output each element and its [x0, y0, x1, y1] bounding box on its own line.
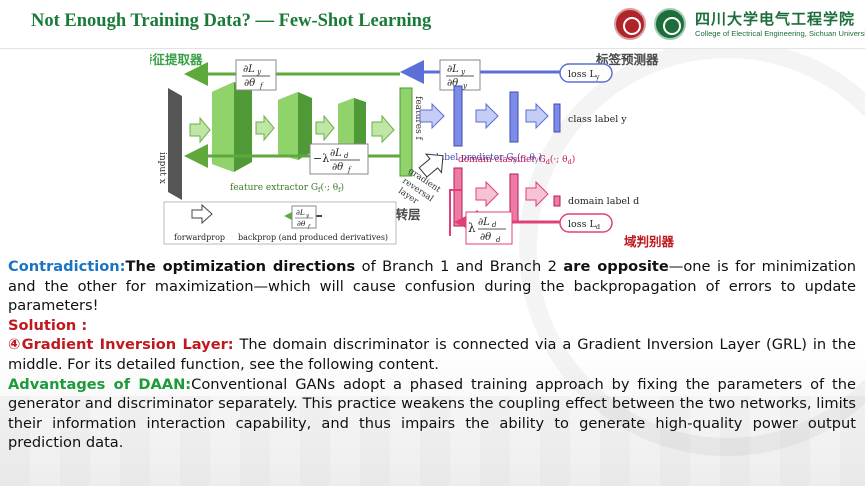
contradiction-text-1: of Branch 1 and Branch 2: [355, 258, 564, 275]
legend-forwardprop-icon: [191, 203, 213, 225]
svg-text:y: y: [305, 213, 310, 219]
svg-text:∂L: ∂L: [296, 208, 305, 217]
grl-arrow-icon: [418, 153, 444, 178]
feature-extractor-cn-label: 特征提取器: [150, 52, 203, 67]
grl-label: ④Gradient Inversion Layer:: [8, 336, 234, 354]
svg-text:∂θ: ∂θ: [332, 162, 343, 173]
college-name-cn: 四川大学电气工程学院: [695, 10, 856, 28]
contradiction-label: Contradiction:: [8, 258, 126, 275]
forward-arrows-blue: [419, 102, 549, 130]
contradiction-bold-2: are opposite: [563, 258, 669, 275]
college-name-en: College of Electrical Engineering, Sichu…: [695, 29, 865, 38]
svg-text:∂θ: ∂θ: [297, 219, 306, 228]
daan-text: Conventional GANs adopt a phased trainin…: [8, 375, 856, 452]
domain-classifier-cn-label: 域判别器: [624, 234, 675, 248]
features-label: features f: [413, 96, 423, 141]
domain-label: domain label d: [568, 196, 639, 207]
contradiction-paragraph: Contradiction:The optimization direction…: [8, 257, 856, 316]
feature-extractor-blocks: [212, 82, 413, 177]
feature-extractor-caption: feature extractor Gf(·; θf): [230, 182, 344, 194]
svg-text:y: y: [462, 82, 468, 90]
daan-label: Advantages of DAAN:: [8, 375, 192, 393]
svg-text:d: d: [492, 221, 497, 229]
university-seal-icon: [614, 8, 646, 40]
svg-text:∂θ: ∂θ: [244, 78, 255, 89]
college-seal-icon: [654, 8, 686, 40]
svg-text:∂L: ∂L: [330, 148, 342, 159]
slide-body-text: Contradiction:The optimization direction…: [8, 257, 856, 453]
solution-label: Solution :: [8, 316, 88, 334]
solution-heading: Solution :: [8, 316, 856, 336]
dann-architecture-diagram: 特征提取器 标签预测器 梯度反转层 域判别器 input x features …: [140, 52, 702, 249]
input-image-icon: [168, 88, 182, 200]
svg-text:f: f: [347, 166, 352, 174]
svg-text:∂L: ∂L: [478, 217, 490, 228]
svg-text:λ: λ: [468, 221, 476, 235]
svg-text:loss Ly: loss Ly: [568, 69, 600, 81]
domain-branch-connector: [449, 189, 462, 236]
domain-classifier-caption: domain classifier Gd(·; θd): [458, 154, 575, 166]
header-bar: Not Enough Training Data? — Few-Shot Lea…: [0, 0, 865, 49]
svg-text:∂L: ∂L: [243, 64, 255, 75]
svg-text:∂L: ∂L: [447, 64, 459, 75]
grl-text: The domain discriminator is connected vi…: [8, 336, 856, 373]
class-label: class label y: [568, 114, 627, 125]
contradiction-bold-1: The optimization directions: [125, 258, 356, 275]
label-predictor-caption: label predictor Gy(·; θy): [436, 152, 542, 164]
input-label: input x: [157, 152, 167, 184]
svg-text:y: y: [256, 68, 262, 76]
campus-building-backdrop: [0, 396, 865, 486]
label-predictor-blocks: [453, 85, 561, 147]
forward-arrows-green: [189, 114, 395, 144]
grl-paragraph: ④Gradient Inversion Layer: The domain di…: [8, 335, 856, 374]
loss-d-box: loss Ld: [559, 213, 613, 233]
svg-text:∂θ: ∂θ: [480, 232, 491, 243]
svg-text:f: f: [259, 82, 264, 90]
legend-backprop-label: backprop (and produced derivatives): [238, 233, 388, 242]
daan-paragraph: Advantages of DAAN:Conventional GANs ado…: [8, 375, 856, 453]
loss-y-box: loss Ly: [559, 63, 613, 83]
svg-text:∂θ: ∂θ: [447, 78, 458, 89]
svg-text:loss Ld: loss Ld: [568, 219, 600, 231]
forward-arrows-pink: [475, 180, 549, 208]
svg-text:f: f: [307, 224, 311, 230]
svg-text:−λ: −λ: [313, 152, 329, 165]
svg-text:y: y: [460, 68, 466, 76]
legend-forwardprop-label: forwardprop: [174, 233, 225, 242]
svg-text:d: d: [496, 236, 501, 244]
svg-text:d: d: [344, 152, 349, 160]
contradiction-text-2: —one is for minimization and the other f…: [8, 258, 856, 315]
slide-title: Not Enough Training Data? — Few-Shot Lea…: [31, 11, 432, 31]
label-predictor-cn-label: 标签预测器: [595, 52, 659, 67]
